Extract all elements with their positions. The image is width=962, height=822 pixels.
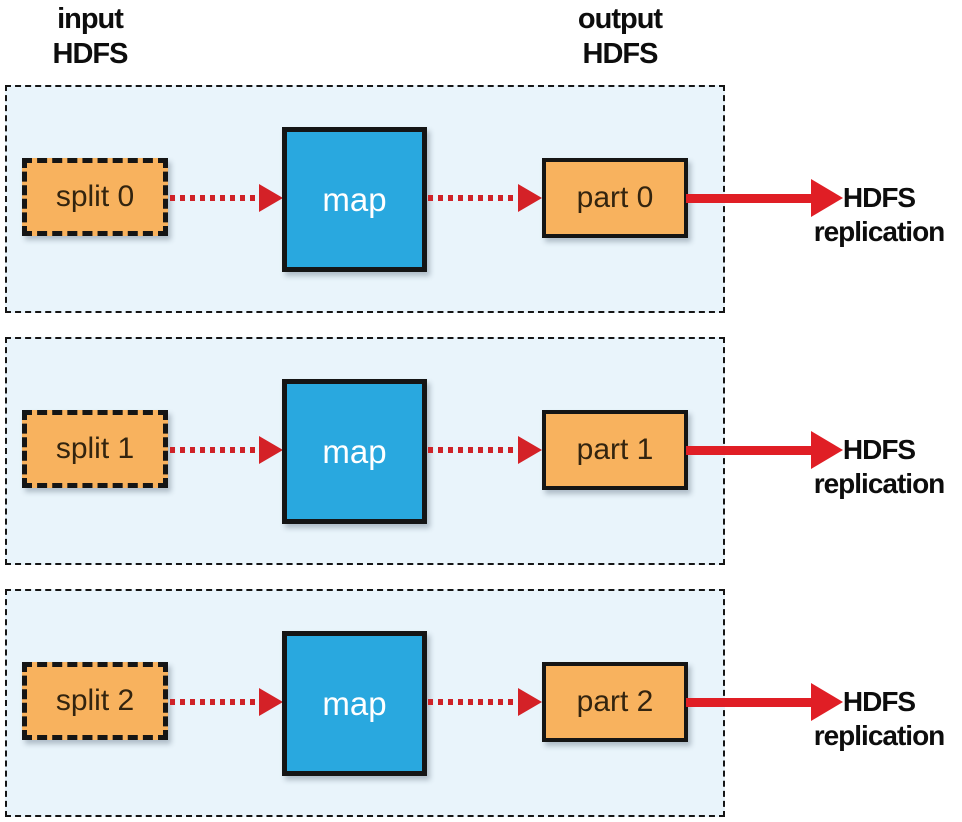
hdfs-replication-label-0: HDFS replication [793,181,962,249]
arrowhead-icon [259,436,283,464]
map-task-box-1: map [282,379,427,524]
dotted-arrow-split-to-map-icon [170,687,283,717]
split-label: split 1 [55,432,135,465]
hdfs-replication-label-2: HDFS replication [793,685,962,753]
replication-label-line2: replication [813,468,946,499]
output-part-box-1: part 1 [542,410,688,490]
hdfs-replication-arrow-icon-0 [686,179,843,217]
output-hdfs-header: output HDFS [545,2,695,72]
map-label: map [322,684,387,722]
split-label: split 0 [55,180,135,213]
arrow-shaft [686,445,811,455]
dotted-line [428,195,518,201]
dotted-arrow-map-to-part-icon [428,183,542,213]
input-split-box-1: split 1 [22,410,168,488]
replication-label-line2: replication [813,720,946,751]
dotted-line [428,699,518,705]
input-split-box-2: split 2 [22,662,168,740]
pipeline-row-panel-0: split 0 map part 0 [5,85,725,313]
map-label: map [322,180,387,218]
output-header-line1: output [577,3,663,35]
input-header-line1: input [57,3,124,35]
part-label: part 2 [576,685,654,718]
dotted-line [170,447,259,453]
hdfs-replication-arrow-icon-1 [686,431,843,469]
map-task-box-0: map [282,127,427,272]
arrowhead-icon [518,184,542,212]
hdfs-replication-arrow-icon-2 [686,683,843,721]
dotted-line [170,195,259,201]
replication-label-line1: HDFS [842,182,916,213]
output-header-line2: HDFS [582,38,659,70]
part-label: part 1 [576,433,654,466]
arrowhead-icon [518,436,542,464]
pipeline-row-panel-2: split 2 map part 2 [5,589,725,817]
input-hdfs-header: input HDFS [15,2,165,72]
arrowhead-icon [259,184,283,212]
arrowhead-icon [811,431,843,469]
map-task-box-2: map [282,631,427,776]
arrow-shaft [686,193,811,203]
dotted-line [170,699,259,705]
arrowhead-icon [811,683,843,721]
dotted-arrow-split-to-map-icon [170,183,283,213]
replication-label-line1: HDFS [842,434,916,465]
part-label: part 0 [576,181,654,214]
output-part-box-2: part 2 [542,662,688,742]
map-label: map [322,432,387,470]
dotted-arrow-split-to-map-icon [170,435,283,465]
dotted-arrow-map-to-part-icon [428,687,542,717]
dotted-line [428,447,518,453]
output-part-box-0: part 0 [542,158,688,238]
dotted-arrow-map-to-part-icon [428,435,542,465]
split-label: split 2 [55,684,135,717]
arrowhead-icon [811,179,843,217]
replication-label-line1: HDFS [842,686,916,717]
input-split-box-0: split 0 [22,158,168,236]
arrowhead-icon [518,688,542,716]
replication-label-line2: replication [813,216,946,247]
hdfs-replication-label-1: HDFS replication [793,433,962,501]
input-header-line2: HDFS [52,38,129,70]
pipeline-row-panel-1: split 1 map part 1 [5,337,725,565]
arrow-shaft [686,697,811,707]
arrowhead-icon [259,688,283,716]
